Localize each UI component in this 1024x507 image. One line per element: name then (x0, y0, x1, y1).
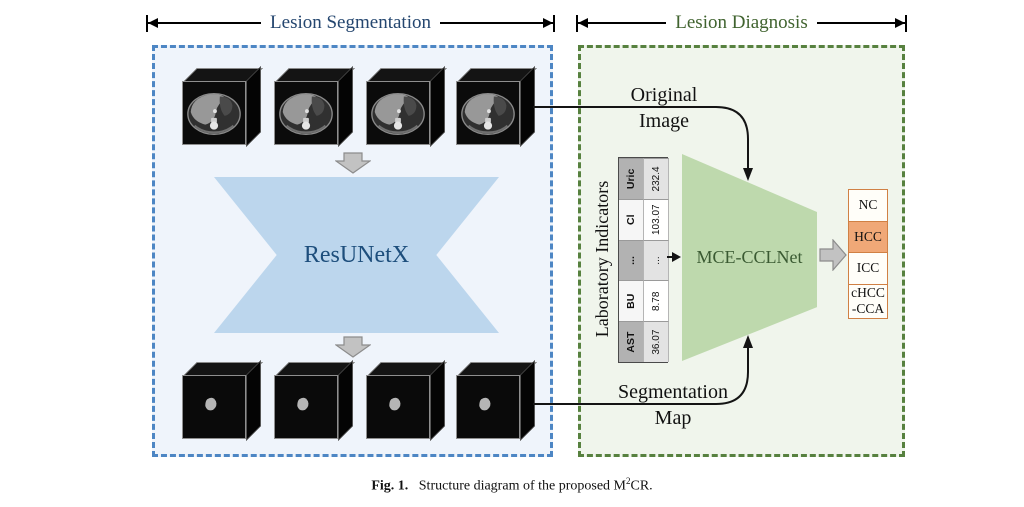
ct-volume-cube (456, 66, 537, 147)
section-arrow-lesion-diagnosis: Lesion Diagnosis (576, 12, 907, 34)
caption-text-pre: Structure diagram of the proposed M (418, 478, 626, 494)
lab-indicator-value: 103.07 (644, 198, 669, 240)
segmentation-volume-cube (182, 360, 263, 441)
arrow-endbar (905, 14, 907, 32)
resunetx-label: ResUNetX (303, 241, 410, 268)
ct-volume-cube (274, 66, 355, 147)
arrow-endbar (146, 14, 148, 32)
ct-volume-cube (366, 66, 447, 147)
lab-indicator-value: 36.07 (644, 321, 669, 362)
lesion-mask-graphic (367, 376, 429, 438)
cube-side-face (430, 66, 445, 147)
down-arrow-icon (334, 152, 372, 179)
ct-slice-graphic (275, 82, 337, 144)
cube-side-face (520, 66, 535, 147)
original-image-label-line2: Image (639, 110, 689, 132)
diagnosis-class-hcc: HCC (848, 220, 888, 254)
segmentation-map-label-line1: Segmentation (618, 381, 728, 403)
ct-slice-image (182, 81, 246, 145)
lesion-mask-graphic (457, 376, 519, 438)
ct-slice-graphic (183, 82, 245, 144)
lab-indicators-title: Laboratory Indicators (591, 180, 612, 338)
segmentation-volume-cube (366, 360, 447, 441)
segmentation-mask-image (366, 375, 430, 439)
lab-indicator-name: Uric (619, 158, 644, 199)
ct-volume-cube (182, 66, 263, 147)
ct-slice-graphic (367, 82, 429, 144)
diagnosis-class-nc: NC (848, 189, 888, 222)
lesion-mask-graphic (275, 376, 337, 438)
cube-side-face (430, 360, 445, 441)
lab-indicator-name: Cl (619, 198, 644, 240)
lab-indicator-value: ... (644, 239, 669, 281)
caption-label: Fig. 1. (371, 478, 409, 494)
diagnosis-class-chcc-cca: cHCC -CCA (848, 283, 888, 320)
segmentation-mask-image (456, 375, 520, 439)
arrow-line (816, 18, 906, 28)
ct-slice-image (366, 81, 430, 145)
segmentation-volume-cube (456, 360, 537, 441)
caption-superscript: 2 (626, 476, 631, 486)
cube-side-face (246, 360, 261, 441)
segmentation-mask-image (182, 375, 246, 439)
cube-side-face (246, 66, 261, 147)
cube-side-face (520, 360, 535, 441)
original-image-label-line1: Original (630, 84, 698, 106)
segmentation-mask-image (274, 375, 338, 439)
diagnosis-class-icc: ICC (848, 252, 888, 285)
figure-caption: Fig. 1. Structure diagram of the propose… (0, 476, 1024, 495)
ct-slice-graphic (457, 82, 519, 144)
arrow-line (439, 18, 554, 28)
arrow-line (578, 18, 667, 28)
segmentation-volume-cube (274, 360, 355, 441)
lab-indicator-value: 232.4 (644, 158, 669, 199)
arrow-endbar (576, 14, 578, 32)
ct-slice-image (274, 81, 338, 145)
section-title-segmentation: Lesion Segmentation (270, 12, 431, 33)
lab-indicator-name: AST (619, 321, 644, 362)
mce-cclnet-label: MCE-CCLNet (696, 247, 803, 267)
down-arrow-icon (334, 336, 372, 363)
lab-indicator-value: 8.78 (644, 280, 669, 322)
cube-side-face (338, 66, 353, 147)
section-arrow-lesion-segmentation: Lesion Segmentation (146, 12, 556, 34)
lab-indicator-name: BU (619, 280, 644, 322)
caption-text-post: CR. (630, 478, 653, 494)
ct-slice-image (456, 81, 520, 145)
segmentation-map-label-line2: Map (654, 407, 692, 429)
section-title-diagnosis: Lesion Diagnosis (675, 12, 808, 33)
arrow-endbar (553, 14, 556, 32)
lab-indicator-name: ... (619, 239, 644, 281)
lesion-mask-graphic (183, 376, 245, 438)
right-arrow-icon (819, 238, 847, 276)
cube-side-face (338, 360, 353, 441)
arrow-line (148, 18, 262, 28)
